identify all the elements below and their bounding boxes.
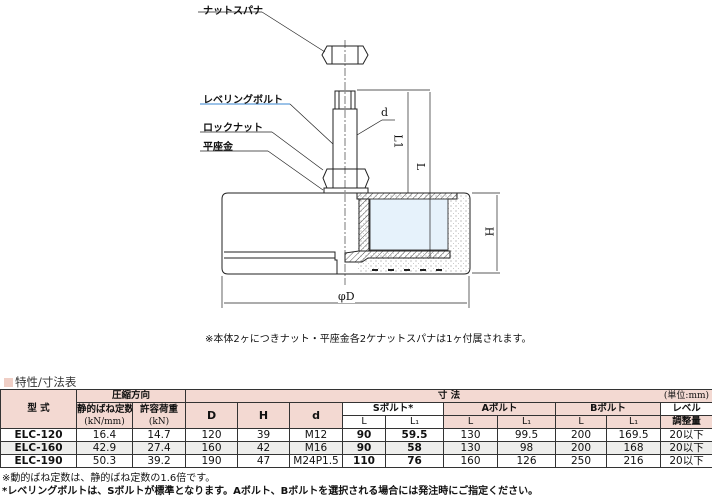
unit-label: (単位:mm): [664, 390, 709, 402]
cell-model: ELC-190: [1, 455, 77, 468]
header-D: D: [186, 403, 238, 429]
cell-load: 39.2: [133, 455, 186, 468]
note-leveling-bolt: *レベリングボルトは、Sボルトが標準となります。Aボルト、Bボルトを選択される場…: [2, 482, 538, 497]
cell-level: 20以下: [661, 429, 712, 442]
cell-k: 16.4: [77, 429, 133, 442]
header-a-L1: L₁: [498, 416, 556, 429]
spec-table: 型 式 圧縮方向 寸 法 (単位:mm) 静的ばね定数(kN/mm) 許容荷重(k…: [0, 389, 712, 468]
cell-level: 20以下: [661, 442, 712, 455]
cell-sL1: 59.5: [386, 429, 444, 442]
cell-model: ELC-160: [1, 442, 77, 455]
cell-d: M12: [290, 429, 343, 442]
label-nut-spanner: ナットスパナ: [203, 2, 263, 17]
cell-aL1: 99.5: [498, 429, 556, 442]
title-marker: [4, 378, 13, 387]
cell-bL1: 216: [607, 455, 661, 468]
header-H: H: [238, 403, 290, 429]
header-s-bolt: Sボルト*: [343, 403, 444, 416]
cell-k: 42.9: [77, 442, 133, 455]
cell-aL1: 98: [498, 442, 556, 455]
allow-load-label: 許容荷重: [133, 404, 185, 416]
lock-nut: [323, 169, 369, 188]
header-dimensions: 寸 法 (単位:mm): [186, 390, 712, 403]
cell-aL1: 126: [498, 455, 556, 468]
header-static-spring: 静的ばね定数(kN/mm): [77, 403, 133, 429]
cell-D: 190: [186, 455, 238, 468]
header-s-L1: L₁: [386, 416, 444, 429]
cell-load: 27.4: [133, 442, 186, 455]
header-a-bolt: Aボルト: [444, 403, 556, 416]
allow-load-unit: (kN): [133, 416, 185, 428]
cell-level: 20以下: [661, 455, 712, 468]
header-allow-load: 許容荷重(kN): [133, 403, 186, 429]
label-flat-washer: 平座金: [203, 138, 233, 153]
cell-sL: 110: [343, 455, 386, 468]
header-s-L: L: [343, 416, 386, 429]
header-b-L: L: [556, 416, 607, 429]
cell-H: 47: [238, 455, 290, 468]
cell-bL1: 169.5: [607, 429, 661, 442]
leveling-mount-drawing: [0, 0, 712, 330]
flat-washer: [324, 188, 368, 193]
header-model: 型 式: [1, 390, 77, 429]
table-title: 特性/寸法表: [4, 374, 76, 390]
header-a-L: L: [444, 416, 498, 429]
dim-L: L: [414, 163, 427, 170]
cell-H: 42: [238, 442, 290, 455]
cell-sL1: 76: [386, 455, 444, 468]
cell-model: ELC-120: [1, 429, 77, 442]
header-level-2: 調整量: [661, 416, 712, 429]
cell-sL: 90: [343, 429, 386, 442]
dim-D: φD: [338, 290, 355, 303]
cell-k: 50.3: [77, 455, 133, 468]
dim-d: d: [381, 106, 388, 119]
cell-aL: 130: [444, 442, 498, 455]
cell-D: 160: [186, 442, 238, 455]
cell-H: 39: [238, 429, 290, 442]
table-title-text: 特性/寸法表: [15, 375, 76, 389]
cell-sL: 90: [343, 442, 386, 455]
cell-bL: 200: [556, 429, 607, 442]
cell-load: 14.7: [133, 429, 186, 442]
cell-d: M16: [290, 442, 343, 455]
static-spring-label: 静的ばね定数: [77, 404, 132, 416]
header-d: d: [290, 403, 343, 429]
cell-bL: 250: [556, 455, 607, 468]
dim-H: H: [482, 227, 495, 237]
cell-bL1: 168: [607, 442, 661, 455]
label-lock-nut: ロックナット: [203, 119, 263, 134]
cell-aL: 130: [444, 429, 498, 442]
dim-L1: L1: [392, 134, 405, 148]
cell-bL: 200: [556, 442, 607, 455]
inner-cavity: [370, 199, 448, 250]
cell-aL: 160: [444, 455, 498, 468]
header-b-bolt: Bボルト: [556, 403, 661, 416]
dimensions-label: 寸 法: [438, 390, 460, 401]
static-spring-unit: (kN/mm): [77, 416, 132, 428]
cell-sL1: 58: [386, 442, 444, 455]
accessory-note: ※本体2ヶにつきナット・平座金各2ケナットスパナは1ヶ付属されます。: [205, 330, 531, 345]
header-b-L1: L₁: [607, 416, 661, 429]
cell-D: 120: [186, 429, 238, 442]
label-leveling-bolt: レベリングボルト: [203, 91, 283, 106]
header-compression: 圧縮方向: [77, 390, 186, 403]
header-level-1: レベル: [661, 403, 712, 416]
cell-d: M24P1.5: [290, 455, 343, 468]
